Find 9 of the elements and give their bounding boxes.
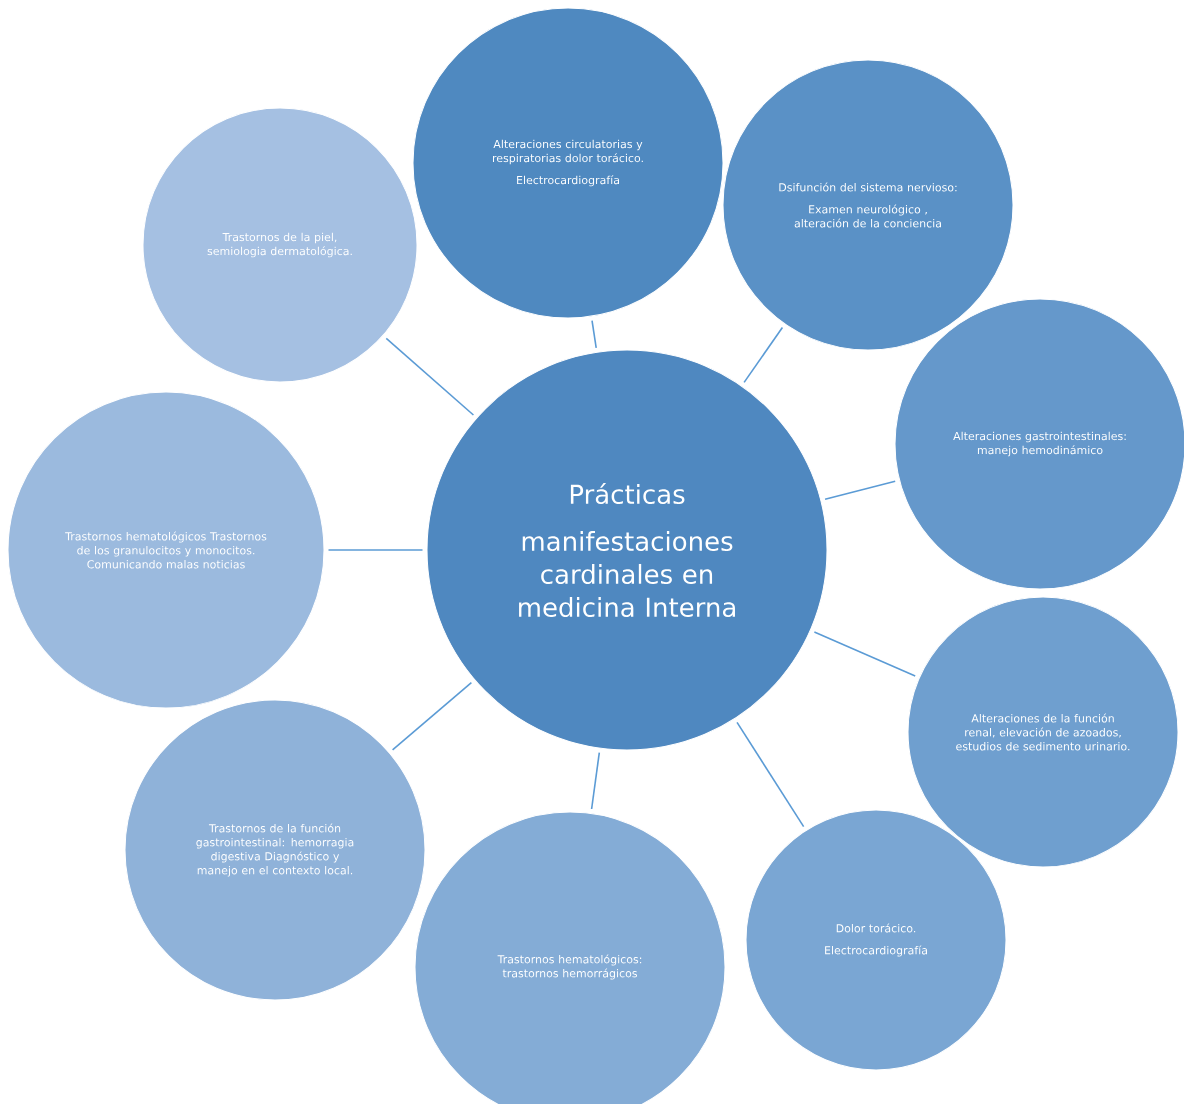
connector-line: [591, 319, 597, 349]
connector-line: [327, 549, 424, 551]
connector-line: [385, 337, 475, 416]
connector-line: [590, 751, 601, 810]
connector-line: [824, 480, 896, 500]
connector-line: [736, 721, 805, 828]
connector-line: [391, 681, 473, 751]
connector-line: [813, 631, 916, 677]
connector-line: [743, 326, 784, 384]
